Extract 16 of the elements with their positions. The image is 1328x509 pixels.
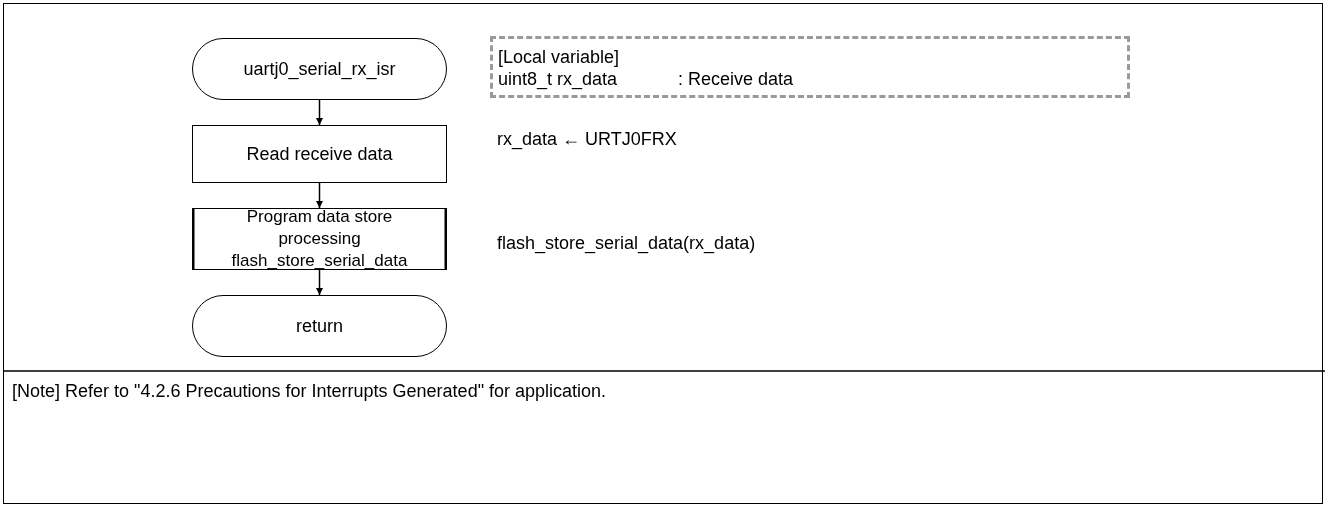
note-text: [Note] Refer to "4.2.6 Precautions for Interrupts Generated" for application. <box>12 380 607 402</box>
annotation-text: rx_data ← URTJ0FRX <box>497 128 677 150</box>
subroutine-box <box>192 208 447 270</box>
note-heading: [Local variable] <box>498 46 621 68</box>
process-box <box>192 125 447 183</box>
arrow <box>316 182 323 209</box>
note-text: : Receive data <box>678 68 794 90</box>
node-label: return <box>296 315 343 337</box>
node-label: uartj0_serial_rx_isr <box>243 58 396 80</box>
annotation-text: flash_store_serial_data(rx_data) <box>497 232 756 254</box>
arrow <box>316 99 323 126</box>
dashed-note-box <box>490 36 1130 98</box>
note-text: uint8_t rx_data <box>498 68 619 90</box>
node-label: Read receive data <box>246 143 393 165</box>
node-label: Program data store processing flash_store_serial_data <box>230 206 409 272</box>
arrow <box>316 269 323 296</box>
